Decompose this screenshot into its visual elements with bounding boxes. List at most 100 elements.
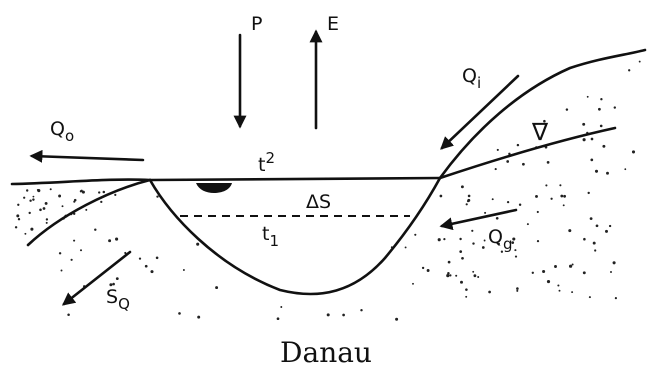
- soil-dot: [563, 194, 567, 198]
- soil-dot: [483, 239, 486, 242]
- soil-dot: [42, 207, 46, 210]
- soil-dot: [461, 256, 464, 260]
- soil-dot: [102, 190, 106, 194]
- soil-dot: [395, 317, 399, 321]
- soil-dot: [114, 193, 117, 196]
- soil-dot: [178, 312, 181, 315]
- soil-dot: [108, 239, 112, 243]
- soil-dot: [554, 265, 557, 268]
- soil-dot: [638, 60, 641, 63]
- soil-dot: [531, 271, 534, 274]
- soil-dot: [514, 249, 517, 252]
- soil-dot: [602, 144, 606, 148]
- soil-dot: [460, 185, 464, 189]
- soil-dot: [156, 195, 159, 198]
- soil-dot: [73, 200, 76, 203]
- soil-dot: [24, 232, 27, 235]
- soil-dot: [17, 203, 20, 206]
- soil-dot: [472, 270, 475, 273]
- soil-dot: [276, 317, 280, 321]
- soil-dot: [85, 208, 88, 211]
- soil-dot: [465, 203, 468, 206]
- soil-dot: [115, 277, 119, 280]
- soil-dot: [612, 261, 616, 265]
- soil-dot: [498, 242, 500, 245]
- soil-dot: [599, 124, 603, 128]
- soil-dot: [144, 264, 148, 268]
- soil-dot: [326, 313, 330, 317]
- outflow-label-sub: o: [65, 127, 74, 145]
- surface-marker: [196, 183, 232, 193]
- soil-dot: [426, 269, 430, 272]
- soil-dot: [516, 143, 520, 147]
- soil-dot: [32, 195, 35, 198]
- soil-dot: [109, 283, 113, 287]
- soil-dot: [443, 238, 446, 241]
- soil-dot: [197, 315, 201, 319]
- soil-dot: [613, 106, 616, 109]
- soil-dot: [545, 184, 548, 187]
- groundwater-inflow-label-sub: g: [503, 235, 513, 253]
- seepage-label-main: S: [106, 286, 118, 308]
- soil-dot: [70, 258, 73, 261]
- soil-dot: [17, 217, 21, 221]
- groundwater-inflow-label-main: Q: [488, 226, 503, 248]
- soil-stipple: [14, 60, 641, 321]
- evaporation-label: E: [327, 13, 339, 35]
- soil-dot: [606, 171, 609, 175]
- soil-dot: [536, 210, 539, 214]
- soil-dot: [526, 223, 529, 226]
- soil-dot: [590, 137, 594, 141]
- soil-dot: [550, 197, 553, 200]
- soil-dot: [472, 242, 475, 245]
- soil-dot: [535, 194, 538, 198]
- water-table-right: [438, 126, 617, 180]
- soil-dot: [459, 250, 463, 253]
- seepage-label: SQ: [106, 286, 130, 313]
- soil-dot: [100, 200, 103, 204]
- soil-dot: [115, 237, 119, 241]
- seepage-arrow: [61, 250, 132, 306]
- soil-dot: [594, 249, 597, 252]
- soil-dot: [598, 107, 601, 111]
- soil-dot: [542, 269, 546, 274]
- soil-dot: [605, 229, 608, 233]
- soil-dot: [60, 269, 63, 272]
- storage-change-label: ΔS: [306, 191, 331, 213]
- soil-dot: [45, 218, 49, 221]
- soil-dot: [39, 208, 42, 212]
- soil-dot: [26, 189, 29, 192]
- soil-dot: [590, 158, 594, 162]
- soil-dot: [628, 69, 631, 72]
- soil-dot: [414, 233, 417, 236]
- lake-basin: [148, 176, 442, 296]
- soil-dot: [449, 274, 452, 277]
- soil-dot: [557, 284, 560, 287]
- soil-dot: [79, 190, 83, 193]
- soil-dot: [412, 282, 414, 285]
- outflow-label: Qo: [50, 118, 74, 145]
- time-2-label-main: t: [258, 154, 265, 176]
- caption: Danau: [280, 336, 372, 369]
- soil-dot: [546, 161, 550, 164]
- soil-dot: [14, 226, 18, 229]
- soil-dot: [516, 289, 519, 292]
- soil-dot: [506, 200, 510, 204]
- soil-dot: [512, 237, 516, 241]
- soil-dot: [94, 228, 97, 231]
- soil-dot: [488, 290, 491, 294]
- soil-dot: [138, 257, 142, 260]
- soil-dot: [471, 229, 474, 232]
- soil-dot: [446, 274, 450, 278]
- soil-dot: [342, 313, 345, 317]
- soil-dot: [421, 266, 425, 270]
- soil-dot: [559, 184, 562, 187]
- soil-dot: [61, 205, 64, 208]
- soil-dot: [481, 246, 485, 249]
- soil-dot: [155, 256, 159, 260]
- soil-dot: [560, 194, 564, 198]
- soil-dot: [495, 216, 499, 220]
- soil-dot: [81, 190, 85, 194]
- soil-dot: [58, 194, 62, 198]
- soil-dot: [58, 252, 62, 255]
